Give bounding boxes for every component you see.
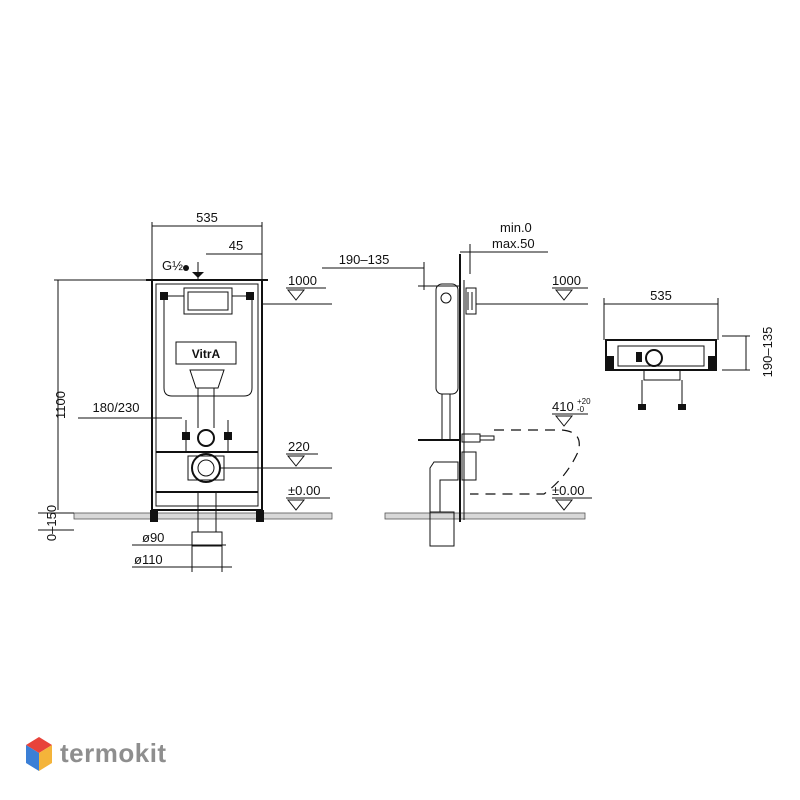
leg-left bbox=[150, 510, 158, 522]
cistern bbox=[163, 295, 253, 397]
flush-pipe-connector bbox=[197, 429, 215, 447]
inlet-label: G½ bbox=[162, 258, 183, 273]
side-depth-label: 190–135 bbox=[339, 252, 390, 267]
front-offset-label: 45 bbox=[229, 238, 243, 253]
bowl-height-label: 410 bbox=[552, 399, 574, 414]
side-flush-plate bbox=[465, 287, 477, 315]
spacing-label: 180/230 bbox=[93, 400, 140, 415]
watermark-logo-icon bbox=[26, 737, 52, 771]
drain-pipe bbox=[197, 491, 217, 533]
top-depth-label: 190–135 bbox=[760, 327, 775, 378]
bowl-tol-minus: -0 bbox=[577, 405, 585, 414]
front-width-label: 535 bbox=[196, 210, 218, 225]
side-view: 190–135 min.0 max.50 1000 410 +20 -0 ±0.… bbox=[322, 220, 592, 547]
bowl-tol-plus: +20 bbox=[577, 397, 591, 406]
watermark-text: termokit bbox=[60, 738, 167, 768]
pipe-large-label: ø110 bbox=[134, 552, 163, 567]
front-height-label: 1100 bbox=[53, 391, 68, 419]
side-level-top-label: 1000 bbox=[552, 273, 581, 288]
toilet-bowl-outline bbox=[470, 429, 580, 495]
brand-label: VitrA bbox=[192, 347, 221, 361]
pipe-small-label: ø90 bbox=[142, 530, 164, 545]
top-width-label: 535 bbox=[650, 288, 672, 303]
water-inlet-marker bbox=[192, 272, 204, 278]
side-outlet-bend bbox=[429, 461, 459, 513]
top-view: 535 190–135 bbox=[603, 288, 775, 410]
adjust-label: 0–150 bbox=[44, 505, 59, 541]
front-floor-level-label: ±0.00 bbox=[288, 483, 320, 498]
front-view: VitrA 535 45 G½ bbox=[38, 210, 333, 572]
front-level-top-label: 1000 bbox=[288, 273, 317, 288]
outlet-bend bbox=[191, 453, 221, 483]
brand-plate bbox=[175, 341, 237, 365]
side-max-label: max.50 bbox=[492, 236, 535, 251]
outlet-height-label: 220 bbox=[288, 439, 310, 454]
side-drain-pipe bbox=[429, 511, 455, 547]
floor-hatch bbox=[73, 512, 333, 520]
leg-right bbox=[256, 510, 264, 522]
top-leg-right bbox=[678, 404, 686, 410]
side-floor-level-label: ±0.00 bbox=[552, 483, 584, 498]
top-leg-left bbox=[638, 404, 646, 410]
side-cistern bbox=[435, 283, 459, 395]
top-outlet bbox=[645, 349, 663, 367]
side-min-label: min.0 bbox=[500, 220, 532, 235]
side-floor-hatch bbox=[384, 512, 586, 520]
